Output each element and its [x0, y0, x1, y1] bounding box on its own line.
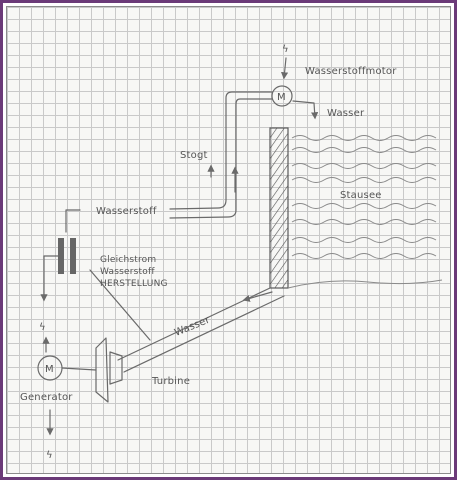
lift-label: Stogt	[180, 150, 208, 161]
electrode-left	[58, 238, 64, 274]
turbine-rotor	[109, 351, 123, 385]
electrolysis-water-line	[89, 269, 151, 341]
lightning-icon-top: ϟ	[282, 44, 289, 55]
water-out-arrow	[292, 100, 319, 120]
dc-label-line1: Gleichstrom	[100, 255, 156, 265]
dc-label-line2: Wasserstoff	[100, 267, 155, 277]
graph-paper-sheet	[6, 6, 451, 474]
generator-label: Generator	[20, 392, 73, 403]
hydrogen-pipe-outer	[169, 91, 273, 210]
water-pipe-label: Wasser	[173, 314, 212, 338]
lightning-icon-mid: ϟ	[39, 322, 46, 333]
shaft-line	[61, 367, 97, 371]
electrode-right	[70, 238, 76, 274]
turbine-label: Turbine	[151, 376, 190, 387]
reservoir-water	[287, 135, 443, 289]
generator-m: M	[45, 364, 54, 375]
hydrogen-pipe-inner	[169, 98, 273, 219]
penstock-bottom-line	[123, 295, 285, 373]
generator-symbol	[37, 355, 63, 381]
hydrogen-label: Wasserstoff	[96, 206, 157, 217]
dam-wall	[269, 127, 289, 289]
turbine-body	[95, 337, 109, 403]
electrolysis-top-connector	[65, 209, 81, 233]
water-flow-arrow	[242, 291, 273, 302]
dc-label-line3: HERSTELLUNG	[100, 279, 168, 289]
hydrogen-motor-m: M	[277, 92, 286, 103]
hydrogen-motor-label: Wasserstoffmotor	[305, 66, 397, 77]
lightning-icon-bottom: ϟ	[46, 450, 53, 461]
water-out-label: Wasser	[327, 108, 365, 119]
hydrogen-motor-symbol	[271, 85, 293, 107]
reservoir-label: Stausee	[340, 190, 382, 201]
power-arrow-top	[280, 57, 289, 80]
